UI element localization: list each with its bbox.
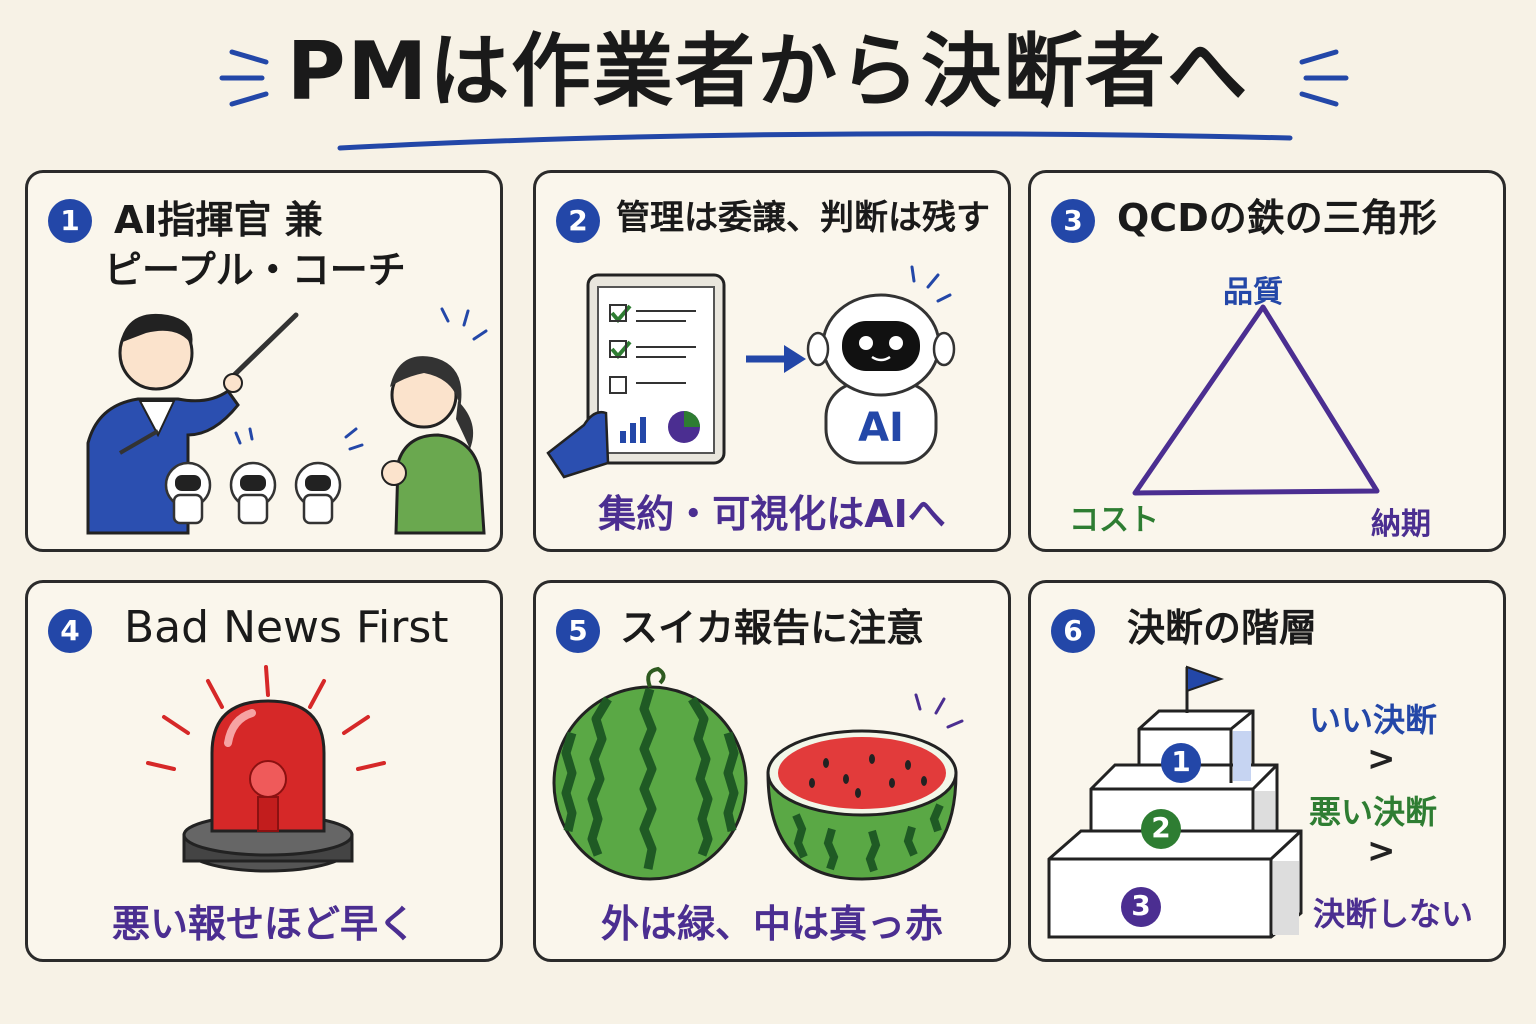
title-decoration: [219, 49, 1349, 151]
triangle-label-quality: 品質: [1223, 275, 1283, 310]
ranking-greater-than-1: >: [1367, 739, 1396, 779]
panel-decision-hierarchy: 6 決断の階層 1 2 3 いい決断 > 悪い決断 > 決断しない: [1028, 580, 1506, 962]
panel-title: AI指揮官 兼 ピープル・コーチ: [104, 195, 490, 295]
panel-title: Bad News First: [124, 602, 449, 653]
panel-number-badge: 6: [1051, 609, 1095, 653]
panel-title-line1: AI指揮官 兼: [114, 198, 323, 242]
panel-number-badge: 4: [48, 609, 92, 653]
panel-title: QCDの鉄の三角形: [1117, 196, 1437, 240]
panel-number-badge: 2: [556, 199, 600, 243]
step-number-2: 2: [1151, 811, 1171, 844]
panel-title-line2: ピープル・コーチ: [104, 248, 406, 292]
ranking-bad-decision: 悪い決断: [1309, 793, 1438, 831]
panel-watermelon-report: 5 スイカ報告に注意 外は緑、中は真っ赤: [533, 580, 1011, 962]
ranking-no-decision: 決断しない: [1313, 895, 1474, 933]
robot-label: AI: [858, 405, 904, 451]
panel-number-badge: 3: [1051, 199, 1095, 243]
panel-number-badge: 5: [556, 609, 600, 653]
triangle-label-cost: コスト: [1069, 503, 1159, 538]
panel-bad-news-first: 4 Bad News First 悪い報せほど早く: [25, 580, 503, 962]
panel-delegate-management: 2 管理は委譲、判断は残す AI 集約・可: [533, 170, 1011, 552]
ranking-greater-than-2: >: [1367, 831, 1396, 871]
ranking-good-decision: いい決断: [1309, 701, 1438, 739]
decision-pyramid-illustration: [1047, 665, 1303, 939]
page-title: PMは作業者から決断者へ: [286, 25, 1250, 118]
panel-caption: 悪い報せほど早く: [111, 902, 416, 946]
panel-caption: 集約・可視化はAIへ: [598, 492, 946, 536]
triangle-label-delivery: 納期: [1371, 507, 1431, 542]
step-number-1: 1: [1171, 745, 1191, 778]
step-number-3: 3: [1131, 889, 1151, 922]
alarm-siren-illustration: [146, 665, 386, 873]
panel-title: 決断の階層: [1127, 606, 1318, 650]
panel-number-badge: 1: [48, 199, 92, 243]
panel-ai-commander: 1 AI指揮官 兼 ピープル・コーチ: [25, 170, 503, 552]
pm-with-robots-illustration: [86, 307, 488, 535]
qcd-triangle-diagram: [1132, 304, 1380, 496]
panel-title: 管理は委譲、判断は残す: [616, 198, 990, 238]
clipboard-to-robot-illustration: [546, 265, 956, 479]
panel-title: スイカ報告に注意: [620, 606, 925, 650]
watermelon-illustration: [552, 666, 964, 881]
panel-caption: 外は緑、中は真っ赤: [600, 902, 943, 946]
panel-qcd-triangle: 3 QCDの鉄の三角形 品質 コスト 納期: [1028, 170, 1506, 552]
